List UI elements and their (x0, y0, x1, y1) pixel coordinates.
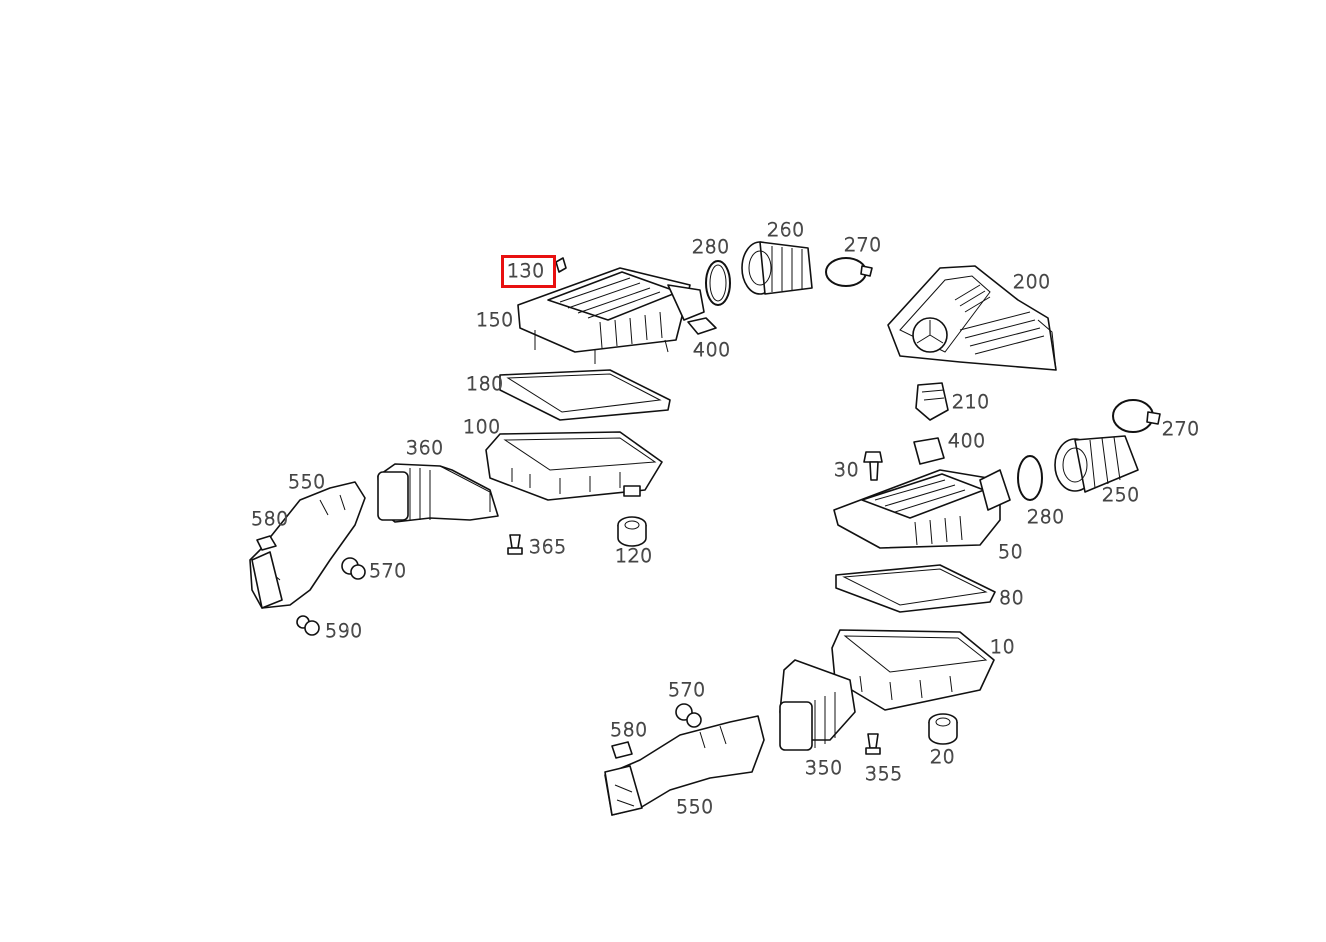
part-210-grommet[interactable] (915, 382, 949, 421)
part-355-screw[interactable] (865, 733, 881, 755)
callout-580-right[interactable]: 580 (610, 719, 648, 741)
callout-280-lower[interactable]: 280 (1027, 506, 1065, 528)
callout-400-upper[interactable]: 400 (693, 339, 731, 361)
part-80-filter-element[interactable] (835, 564, 996, 613)
part-250-intake-bellow[interactable] (1054, 435, 1139, 493)
part-270-clamp-lower[interactable] (1112, 399, 1161, 433)
highlight-box-130 (501, 255, 556, 288)
callout-30[interactable]: 30 (834, 459, 860, 481)
callout-50[interactable]: 50 (998, 541, 1024, 563)
callout-550-left[interactable]: 550 (288, 471, 326, 493)
part-580-nut-left[interactable] (256, 535, 277, 551)
callout-550-right[interactable]: 550 (676, 796, 714, 818)
callout-200[interactable]: 200 (1013, 271, 1051, 293)
part-550-intake-pipe-left[interactable] (249, 481, 366, 609)
callout-270-lower[interactable]: 270 (1162, 418, 1200, 440)
part-270-clamp-upper[interactable] (825, 257, 873, 287)
callout-250[interactable]: 250 (1102, 484, 1140, 506)
part-130-clip[interactable] (555, 257, 567, 273)
part-280-clamp-lower[interactable] (1017, 455, 1043, 501)
part-365-screw[interactable] (507, 534, 523, 555)
callout-10[interactable]: 10 (990, 636, 1016, 658)
part-400-upper[interactable] (687, 317, 717, 335)
callout-570-right[interactable]: 570 (668, 679, 706, 701)
part-400-lower[interactable] (913, 437, 945, 465)
callout-590[interactable]: 590 (325, 620, 363, 642)
part-550-intake-pipe-right[interactable] (604, 715, 765, 816)
part-590-grommet[interactable] (296, 615, 320, 636)
part-150-housing-cover[interactable] (517, 267, 705, 364)
callout-400-lower[interactable]: 400 (948, 430, 986, 452)
part-580-nut-right[interactable] (611, 741, 633, 759)
callout-580-left[interactable]: 580 (251, 508, 289, 530)
part-570-grommet-right[interactable] (675, 703, 702, 728)
callout-180[interactable]: 180 (466, 373, 504, 395)
part-30-bolt[interactable] (863, 451, 883, 481)
part-120-mount[interactable] (617, 516, 647, 547)
part-50-housing-cover[interactable] (833, 469, 1011, 549)
callout-130[interactable]: 130 (507, 260, 545, 282)
part-180-filter-element[interactable] (499, 369, 671, 421)
part-10-housing-lower[interactable] (831, 629, 995, 711)
part-280-clamp-upper[interactable] (705, 260, 731, 306)
callout-360[interactable]: 360 (406, 437, 444, 459)
callout-260[interactable]: 260 (767, 219, 805, 241)
callout-80[interactable]: 80 (999, 587, 1025, 609)
callout-210[interactable]: 210 (952, 391, 990, 413)
callout-355[interactable]: 355 (865, 763, 903, 785)
part-20-mount[interactable] (928, 713, 958, 745)
part-360-air-duct[interactable] (377, 463, 499, 523)
callout-150[interactable]: 150 (476, 309, 514, 331)
callout-20[interactable]: 20 (930, 746, 956, 768)
part-570-grommet-left[interactable] (341, 557, 366, 580)
callout-365[interactable]: 365 (529, 536, 567, 558)
callout-270-upper[interactable]: 270 (844, 234, 882, 256)
callout-100[interactable]: 100 (463, 416, 501, 438)
callout-120[interactable]: 120 (615, 545, 653, 567)
part-100-housing-lower[interactable] (485, 431, 663, 501)
part-260-intake-bellow[interactable] (741, 241, 813, 295)
part-200-engine-cover[interactable] (887, 265, 1057, 371)
callout-570-left[interactable]: 570 (369, 560, 407, 582)
callout-280-upper[interactable]: 280 (692, 236, 730, 258)
callout-350[interactable]: 350 (805, 757, 843, 779)
part-350-air-duct[interactable] (779, 659, 856, 751)
